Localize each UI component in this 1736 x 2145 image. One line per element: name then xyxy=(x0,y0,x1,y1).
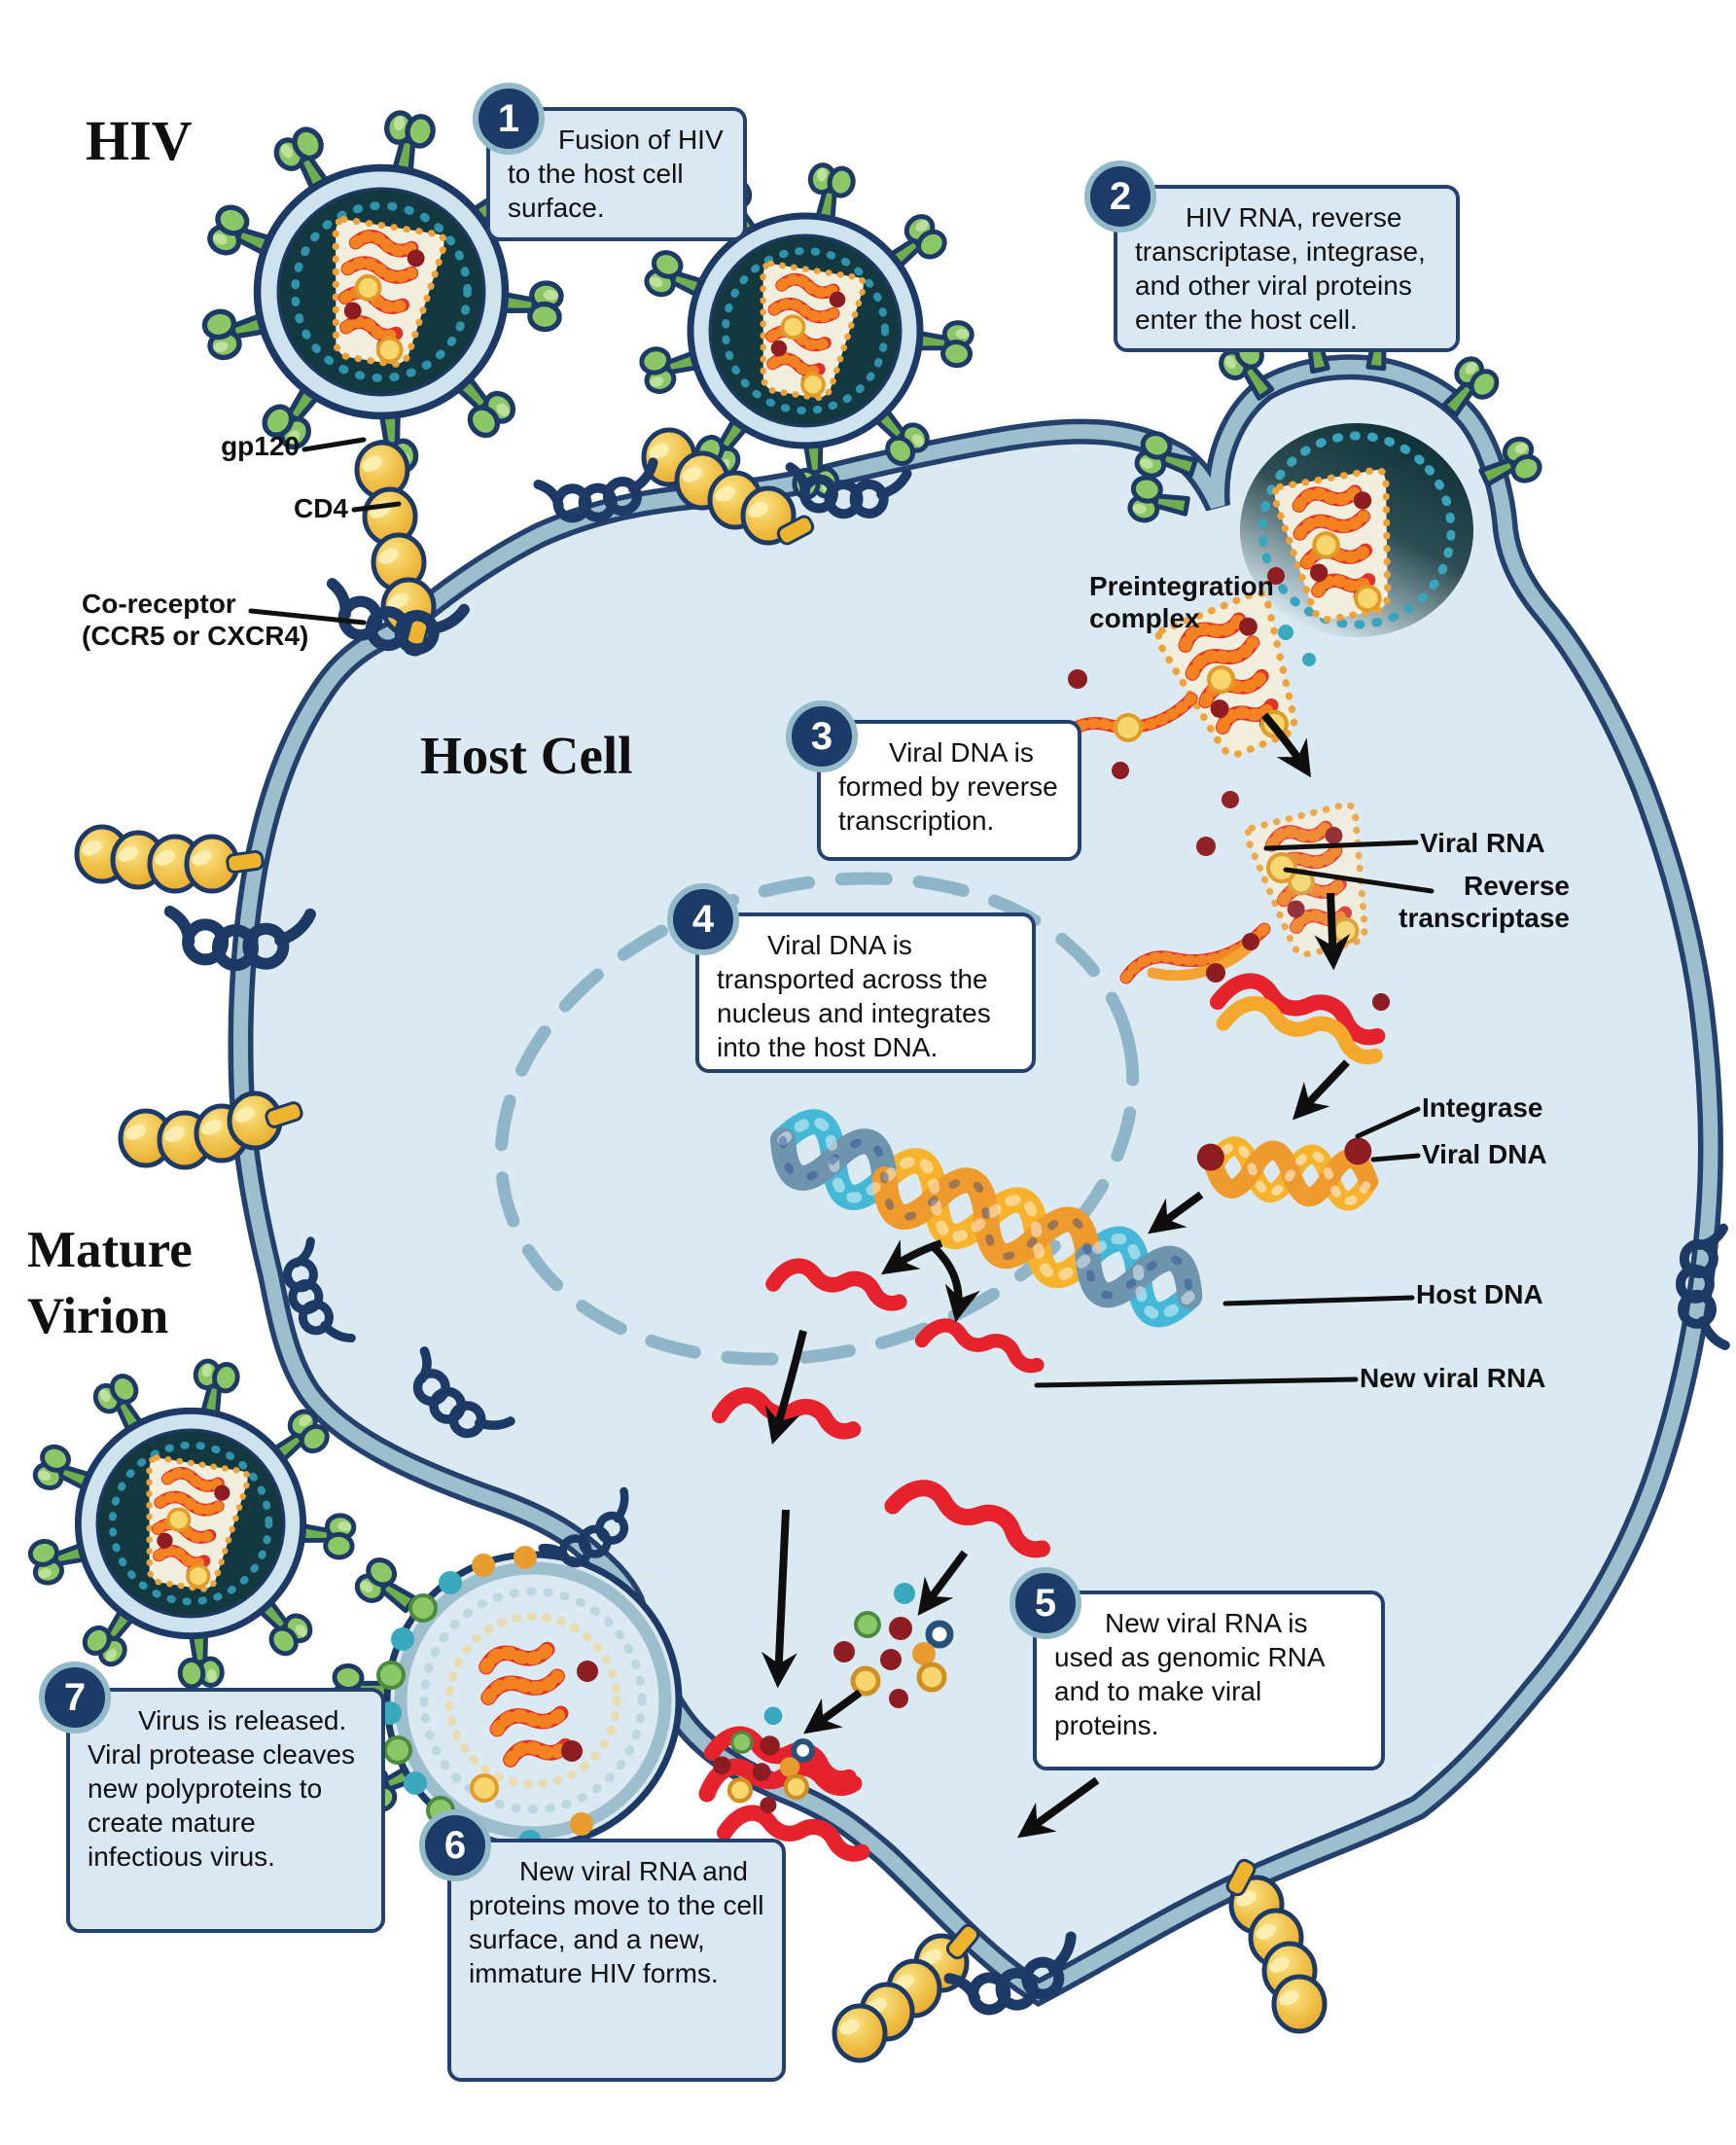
label-lines xyxy=(248,437,1435,1388)
step-2-number: 2 xyxy=(1084,161,1156,232)
step-3-callout: Viral DNA is formed by reverse transcrip… xyxy=(817,720,1081,861)
step-5-number: 5 xyxy=(1010,1567,1081,1639)
step-3-number: 3 xyxy=(786,700,858,772)
step-5-callout: New viral RNA is used as genomic RNA and… xyxy=(1033,1591,1385,1770)
step-7-number: 7 xyxy=(39,1662,111,1734)
label-preintegration-complex: Preintegration complex xyxy=(1089,570,1313,634)
step-5-text: New viral RNA is used as genomic RNA and… xyxy=(1054,1608,1325,1740)
label-cd4: CD4 xyxy=(293,493,348,523)
label-coreceptor-line1: Co-receptor xyxy=(82,589,236,619)
mature-virion-heading: Mature Virion xyxy=(27,1222,193,1344)
step-6-number: 6 xyxy=(419,1809,491,1881)
step-4-number: 4 xyxy=(667,883,739,955)
flow-arrows xyxy=(761,712,1351,1839)
cd4-chain xyxy=(1223,1856,1325,2031)
viral-dna-segment xyxy=(1196,1136,1379,1211)
viral-dna-forming xyxy=(1206,933,1390,1059)
step-6-callout: New viral RNA and proteins move to the c… xyxy=(447,1839,786,2082)
hiv-heading: HIV xyxy=(86,109,193,172)
cd4-chain xyxy=(834,1920,982,2060)
reverse-transcription-complex xyxy=(1119,791,1385,984)
label-coreceptor-line2: (CCR5 or CXCR4) xyxy=(82,621,309,652)
step-4-text: Viral DNA is transported across the nucl… xyxy=(717,930,991,1062)
label-preintegration-line1: Preintegration xyxy=(1089,571,1274,601)
label-gp120: gp120 xyxy=(221,431,300,461)
step-2-text: HIV RNA, reverse transcriptase, integras… xyxy=(1135,202,1426,335)
reverse-transcriptase-dot xyxy=(1266,852,1297,883)
step-6-text: New viral RNA and proteins move to the c… xyxy=(469,1856,764,1988)
label-new-viral-rna: New viral RNA xyxy=(1360,1363,1546,1393)
step-7-text: Virus is released. Viral protease cleave… xyxy=(88,1705,355,1872)
step-1-text: Fusion of HIV to the host cell surface. xyxy=(508,125,724,223)
nucleus-outline xyxy=(494,872,1140,1366)
cd4-chain xyxy=(77,827,266,891)
label-integrase: Integrase xyxy=(1422,1092,1543,1123)
step-4-callout: Viral DNA is transported across the nucl… xyxy=(695,912,1036,1073)
label-viral-dna: Viral DNA xyxy=(1422,1139,1547,1169)
fusing-virion xyxy=(1128,310,1543,666)
integrase-dot xyxy=(1196,1143,1224,1171)
label-preintegration-line2: complex xyxy=(1089,603,1200,634)
host-cell-heading: Host Cell xyxy=(420,726,633,785)
label-reverse-transcriptase: Reverse transcriptase xyxy=(1399,871,1570,934)
integrase-dot xyxy=(1344,1137,1372,1165)
step-2-callout: HIV RNA, reverse transcriptase, integras… xyxy=(1114,185,1460,352)
step-1-number: 1 xyxy=(473,83,545,155)
budding-virion xyxy=(332,1546,683,1853)
host-dna-helix xyxy=(770,1109,1203,1328)
label-coreceptor: Co-receptor (CCR5 or CXCR4) xyxy=(82,588,335,652)
label-host-dna: Host DNA xyxy=(1416,1279,1543,1309)
step-3-text: Viral DNA is formed by reverse transcrip… xyxy=(838,737,1058,836)
label-viral-rna: Viral RNA xyxy=(1420,828,1545,858)
step-7-callout: Virus is released. Viral protease cleave… xyxy=(66,1688,385,1933)
